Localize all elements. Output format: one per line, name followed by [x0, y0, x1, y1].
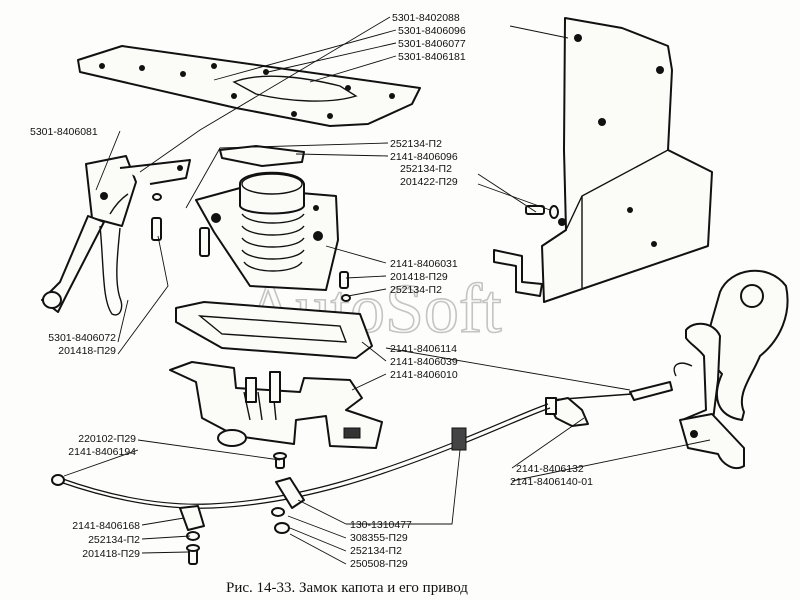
- label-201418-p29-b: 201418-П29: [58, 345, 116, 357]
- label-5301-8406077: 5301-8406077: [398, 38, 466, 50]
- lock-base-plate: [175, 301, 373, 359]
- label-2141-8406114: 2141-8406114: [390, 343, 457, 355]
- label-2141-8406096: 2141-8406096: [390, 151, 458, 163]
- label-201418-p29-a: 201418-П29: [390, 271, 448, 283]
- label-252134-p2-b: 252134-П2: [400, 163, 452, 175]
- right-support-bracket: [493, 17, 713, 303]
- label-2141-8406031: 2141-8406031: [390, 258, 458, 270]
- top-mounting-plate: [77, 45, 421, 127]
- label-252134-p2-e: 252134-П2: [350, 545, 402, 557]
- label-2141-8406194: 2141-8406194: [68, 446, 136, 458]
- cable-fasteners: [179, 205, 559, 565]
- label-5301-8406181: 5301-8406181: [398, 51, 466, 63]
- cable-grommet: [451, 427, 467, 451]
- hood-release-cable: [51, 403, 551, 509]
- hood-release-lever: [41, 155, 191, 316]
- leader-lines: [63, 16, 711, 565]
- label-130-1310477: 130-1310477: [350, 519, 412, 531]
- label-250508-p29: 250508-П29: [350, 558, 408, 570]
- label-2141-8406140-01: 2141-8406140-01: [510, 476, 593, 488]
- label-5301-8406081: 5301-8406081: [30, 126, 98, 138]
- label-308355-p29: 308355-П29: [350, 532, 408, 544]
- label-2141-8406168: 2141-8406168: [72, 520, 140, 532]
- label-2141-8406010: 2141-8406010: [390, 369, 458, 381]
- label-252134-p2-d: 252134-П2: [88, 534, 140, 546]
- release-handle-assembly: [673, 269, 789, 470]
- lock-body: [195, 171, 339, 291]
- lock-bolts: [151, 193, 351, 302]
- label-201422-p29: 201422-П29: [400, 176, 458, 188]
- label-252134-p2-a: 252134-П2: [390, 138, 442, 150]
- label-2141-8406132: 2141-8406132: [516, 463, 584, 475]
- label-220102-p29: 220102-П29: [78, 433, 136, 445]
- lock-cover-plate: [219, 145, 305, 167]
- cable-clip: [545, 397, 589, 427]
- part-number-labels: 5301-8402088 5301-8406096 5301-8406077 5…: [30, 12, 593, 570]
- label-5301-8402088: 5301-8402088: [392, 12, 460, 24]
- figure-caption: Рис. 14-33. Замок капота и его привод: [226, 580, 468, 596]
- label-5301-8406096: 5301-8406096: [398, 25, 466, 37]
- lock-lower-bracket: [169, 361, 383, 449]
- label-2141-8406039: 2141-8406039: [390, 356, 458, 368]
- label-252134-p2-c: 252134-П2: [390, 284, 442, 296]
- label-5301-8406072: 5301-8406072: [48, 332, 116, 344]
- label-201418-p29-c: 201418-П29: [82, 548, 140, 560]
